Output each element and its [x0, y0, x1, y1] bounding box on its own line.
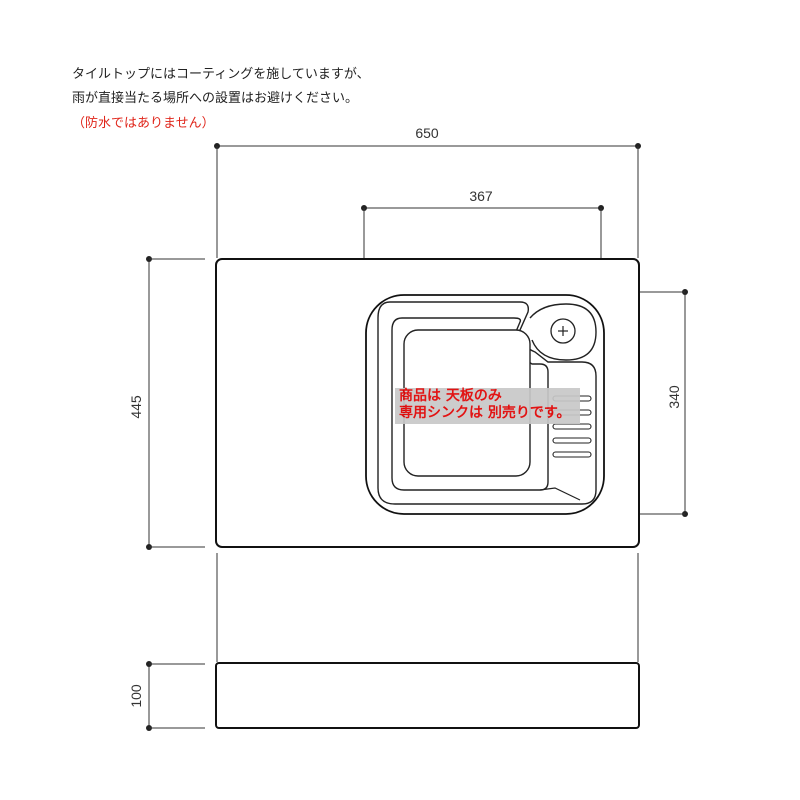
depth-label: 445 — [128, 395, 144, 419]
thickness-label: 100 — [128, 684, 144, 708]
product-notice-line-1: 商品は 天板のみ — [399, 388, 502, 404]
note-line-3: （防水ではありません） — [72, 116, 215, 131]
width-label: 650 — [415, 125, 439, 141]
sink-depth-label: 340 — [666, 385, 682, 409]
drain-icon — [550, 318, 576, 344]
depth-dimension: 445 — [128, 256, 205, 550]
sink-width-label: 367 — [469, 188, 493, 204]
countertop-side-view — [215, 662, 640, 729]
thickness-dimension: 100 — [128, 661, 205, 731]
note-line-1: タイルトップにはコーティングを施していますが、 — [72, 67, 370, 82]
width-dimension: 650 — [214, 125, 641, 258]
product-notice-badge: 商品は 天板のみ 専用シンクは 別売りです。 — [395, 388, 580, 424]
product-notice-line-2: 専用シンクは 別売りです。 — [399, 405, 571, 421]
note-line-2: 雨が直接当たる場所への設置はお避けください。 — [72, 91, 359, 106]
